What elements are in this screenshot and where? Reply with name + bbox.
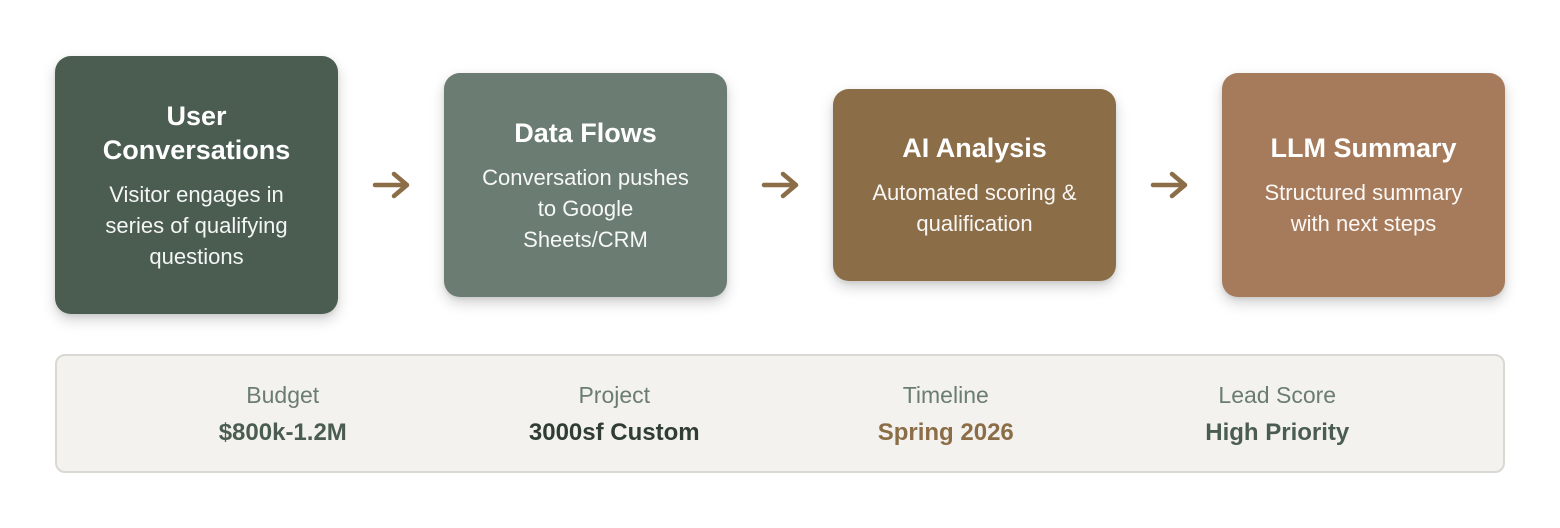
summary-item-project: Project 3000sf Custom bbox=[449, 380, 781, 448]
step-title: Data Flows bbox=[514, 117, 657, 148]
step-card-user-conversations: User Conversations Visitor engages in se… bbox=[55, 56, 338, 314]
step-description: Visitor engages in series of qualifying … bbox=[105, 181, 288, 269]
step-title: LLM Summary bbox=[1270, 133, 1457, 163]
right-arrow-icon bbox=[1150, 171, 1188, 199]
step-description: Structured summary with next steps bbox=[1264, 180, 1463, 236]
lead-summary-panel: Budget $800k-1.2M Project 3000sf Custom … bbox=[55, 354, 1505, 473]
summary-item-lead-score: Lead Score High Priority bbox=[1112, 380, 1444, 448]
step-card-data-flows: Data Flows Conversation pushes to Google… bbox=[444, 73, 727, 297]
step-card-ai-analysis: AI Analysis Automated scoring & qualific… bbox=[833, 89, 1116, 281]
summary-value: High Priority bbox=[1205, 418, 1350, 446]
step-description: Conversation pushes to Google Sheets/CRM bbox=[482, 164, 689, 252]
step-description: Automated scoring & qualification bbox=[872, 180, 1077, 236]
summary-item-timeline: Timeline Spring 2026 bbox=[780, 380, 1112, 448]
summary-value: Spring 2026 bbox=[877, 418, 1014, 446]
summary-label: Lead Score bbox=[1218, 381, 1337, 408]
right-arrow-icon bbox=[761, 171, 799, 199]
process-flow: User Conversations Visitor engages in se… bbox=[55, 56, 1505, 314]
summary-label: Timeline bbox=[902, 381, 989, 408]
summary-value: 3000sf Custom bbox=[528, 418, 700, 446]
step-card-llm-summary: LLM Summary Structured summary with next… bbox=[1222, 73, 1505, 297]
step-title: User Conversations bbox=[102, 100, 291, 165]
right-arrow-icon bbox=[372, 171, 410, 199]
summary-item-budget: Budget $800k-1.2M bbox=[117, 380, 449, 448]
summary-label: Project bbox=[578, 381, 651, 408]
step-title: AI Analysis bbox=[902, 133, 1047, 163]
summary-label: Budget bbox=[246, 381, 320, 408]
summary-value: $800k-1.2M bbox=[218, 418, 347, 446]
